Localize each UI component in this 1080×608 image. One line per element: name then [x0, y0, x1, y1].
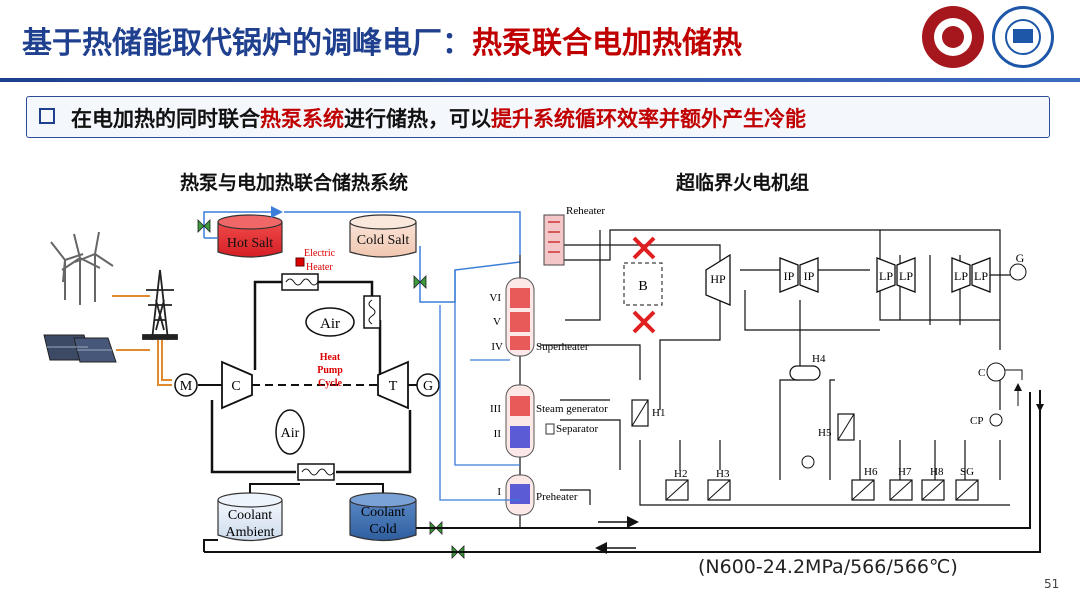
cold-salt-tank: Cold Salt [349, 214, 417, 258]
condenser-icon [986, 362, 1006, 382]
heat-exchanger-top [281, 273, 319, 291]
heater-h7-label: H7 [898, 466, 912, 478]
hot-salt-label: Hot Salt [227, 236, 273, 251]
separator-label: Separator [556, 423, 598, 435]
stage-label-i: I [497, 486, 501, 498]
hp-label: HP [710, 272, 726, 286]
ip-label-left: IP [784, 269, 795, 283]
hp-turbine-icon [705, 253, 731, 306]
transmission-tower-icon [142, 269, 178, 341]
motor-label: M [180, 379, 193, 394]
superheater-label: Superheater [536, 341, 589, 353]
separator-icon [545, 423, 555, 435]
plant-generator-label: G [1016, 251, 1025, 265]
heater-h4-label: H4 [812, 353, 826, 365]
lp2-turbine-left-icon [951, 257, 971, 293]
condensate-pump-label: CP [970, 415, 983, 427]
right-panel-heading: 超临界火电机组 [676, 172, 810, 194]
heater-h2-label: H2 [674, 468, 687, 480]
heat-exchanger-right [363, 295, 381, 329]
deaerator-h4 [789, 365, 821, 381]
lp-label-3: LP [954, 269, 968, 283]
air-mid-label: Air [281, 426, 300, 441]
stage-label-ii: II [494, 428, 502, 440]
coolant-ambient-label-2: Ambient [226, 525, 275, 540]
heat-pump-cycle-label-3: Cycle [318, 378, 342, 389]
left-panel-heading: 热泵与电加热联合储热系统 [180, 172, 409, 194]
boiler-box-b-label: B [638, 279, 647, 294]
heater-h3-label: H3 [716, 468, 730, 480]
generator-icon [416, 373, 440, 397]
key-point-text: 在电加热的同时联合热泵系统进行储热，可以提升系统循环效率并额外产生冷能 [71, 107, 806, 131]
page-number: 51 [1044, 577, 1060, 591]
turbine-icon [377, 360, 409, 410]
boiler-box-b [623, 262, 663, 306]
condenser-label: C [978, 367, 985, 379]
ip-turbine-left-icon [779, 257, 799, 293]
coolant-ambient-label-1: Coolant [228, 508, 272, 523]
stage-label-iv: IV [491, 341, 503, 353]
reheater-label: Reheater [566, 205, 605, 217]
electric-heater-icon [295, 257, 305, 267]
coolant-cold-label-1: Coolant [361, 505, 405, 520]
electric-heater-label-1: Electric [304, 248, 336, 259]
ip-label-right: IP [804, 269, 815, 283]
turbine-label: T [389, 379, 398, 394]
coolant-cold-tank: Coolant Cold [349, 492, 417, 542]
peking-university-logo [922, 6, 984, 68]
wind-turbine-icon [50, 231, 114, 305]
motor-icon [174, 373, 198, 397]
pump-icon [801, 455, 815, 469]
heat-pump-cycle-label-1: Heat [320, 352, 341, 363]
heater-h6-label: H6 [864, 466, 878, 478]
cold-salt-label: Cold Salt [357, 233, 410, 248]
stage-label-iii: III [490, 403, 501, 415]
key-point-banner: 在电加热的同时联合热泵系统进行储热，可以提升系统循环效率并额外产生冷能 [26, 96, 1050, 138]
steam-generator-label: Steam generator [536, 403, 608, 415]
coolant-cold-label-2: Cold [369, 522, 396, 537]
air-top-label: Air [320, 316, 340, 332]
stage-label-v: V [493, 316, 501, 328]
reheater-box [543, 214, 565, 266]
generator-label: G [423, 379, 433, 394]
huazhong-university-logo [992, 6, 1054, 68]
ip-turbine-right-icon [799, 257, 819, 293]
coolant-ambient-tank: Coolant Ambient [217, 492, 283, 542]
stage-label-vi: VI [489, 292, 501, 304]
lp2-turbine-right-icon [971, 257, 991, 293]
condensate-pump-icon [989, 413, 1003, 427]
plant-generator-icon [1009, 263, 1027, 281]
compressor-icon [221, 360, 253, 410]
lp-label-4: LP [974, 269, 988, 283]
heater-h8-label: H8 [930, 466, 944, 478]
page-title: 基于热储能取代锅炉的调峰电厂：热泵联合电加热储热 [22, 26, 742, 61]
heat-exchanger-bottom [297, 463, 335, 481]
unit-specification: (N600-24.2MPa/566/566℃) [698, 556, 958, 578]
hot-salt-tank: Hot Salt [217, 214, 283, 258]
preheater-label: Preheater [536, 491, 578, 503]
boiler-column-upper [505, 277, 535, 357]
removed-cross-icon [632, 236, 656, 334]
air-top [305, 307, 355, 337]
electric-heater-label-2: Heater [306, 262, 333, 273]
lp1-turbine-right-icon [896, 257, 916, 293]
heater-h5-label: H5 [818, 427, 832, 439]
lp1-turbine-left-icon [876, 257, 896, 293]
title-divider [0, 78, 1080, 82]
heater-h1-label: H1 [652, 407, 665, 419]
lp-label-2: LP [899, 269, 913, 283]
boiler-column-middle [505, 384, 535, 458]
heater-sg-label: SG [960, 466, 974, 478]
compressor-label: C [231, 379, 240, 394]
air-mid [275, 409, 305, 455]
boiler-column-lower [505, 474, 535, 516]
heat-pump-cycle-label-2: Pump [317, 365, 343, 376]
checkbox-bullet-icon [39, 108, 55, 124]
lp-label-1: LP [879, 269, 893, 283]
solar-panel-icon [43, 334, 117, 363]
